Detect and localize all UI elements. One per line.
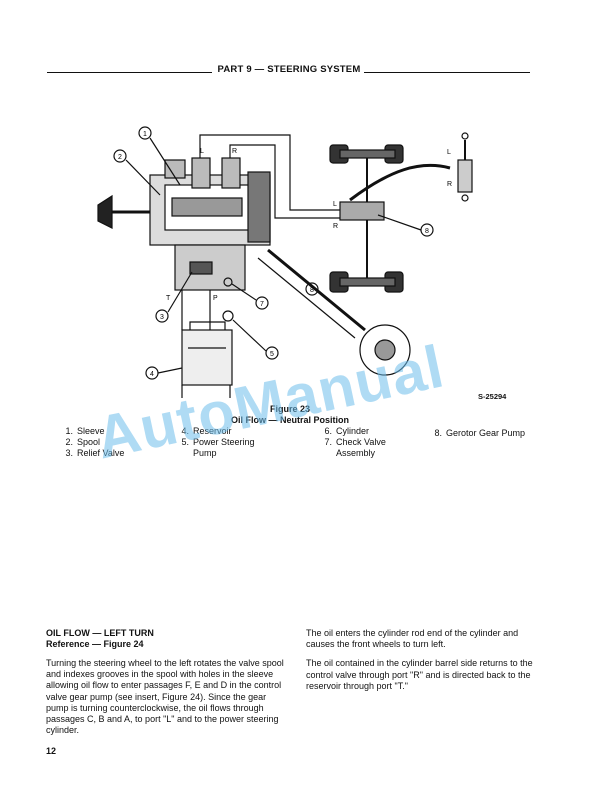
section-paragraph: The oil contained in the cylinder barrel… (306, 658, 533, 691)
legend-item: 6.Cylinder (324, 426, 370, 436)
callout-number: 8 (425, 228, 429, 235)
section-heading: OIL FLOW — LEFT TURN (46, 628, 154, 638)
callout-leaders (125, 137, 422, 374)
check-valve (223, 277, 233, 287)
legend-item: Assembly (336, 448, 376, 458)
port-l-housing (191, 157, 211, 189)
pipe-l (199, 134, 340, 211)
port-label-p: P (213, 295, 218, 302)
pump-symbol (222, 310, 234, 322)
callouts (113, 126, 434, 380)
port-label-r-top: R (232, 148, 237, 155)
section-right: The oil enters the cylinder rod end of t… (306, 628, 546, 700)
section-paragraph: Turning the steering wheel to the left r… (46, 658, 284, 736)
callout-number: 7 (260, 301, 264, 308)
port-label-l-top: L (200, 148, 204, 155)
page-header: PART 9 — STEERING SYSTEM (47, 64, 530, 80)
valve-cap-left (164, 159, 186, 179)
callout-number: 5 (270, 351, 274, 358)
cylinder-detail (457, 159, 473, 193)
header-rule-right (364, 72, 530, 73)
legend-column-2: 4.Reservoir 5.Power Steering Pump (175, 426, 275, 459)
figure-number: Figure 23 (269, 404, 310, 414)
figure-code: S-25294 (478, 392, 507, 401)
section-reference: Reference — Figure 24 (46, 639, 144, 649)
reservoir (181, 329, 233, 386)
legend-column-4: 8.Gerotor Gear Pump (428, 428, 568, 439)
gerotor-housing (247, 171, 271, 243)
callout-number: 4 (150, 371, 154, 378)
cylinder-body (339, 201, 385, 221)
legend-item: 2.Spool (65, 437, 101, 447)
gerotor-core (374, 339, 396, 361)
front-axle (339, 149, 396, 159)
port-label-r-mid: R (333, 223, 338, 230)
pipe-r (229, 144, 340, 219)
legend-item: 5.Power Steering (181, 437, 255, 447)
legend-item: 3.Relief Valve (65, 448, 125, 458)
cylinder-eye-bottom (461, 194, 469, 202)
spool (171, 197, 243, 217)
port-label-l-cyl: L (447, 149, 451, 156)
arrow-gerotor (267, 248, 366, 332)
legend-item: 1.Sleeve (65, 426, 105, 436)
figure-caption-block: Figure 23 Oil Flow — Neutral Position (210, 404, 370, 426)
rear-axle (339, 277, 396, 287)
page-number: 12 (46, 746, 57, 756)
reservoir-cap (189, 321, 226, 330)
arrow-cylinder (349, 163, 451, 202)
figure-caption: Oil Flow — Neutral Position (230, 415, 349, 425)
port-label-r-cyl: R (447, 181, 452, 188)
port-r-housing (221, 157, 241, 189)
legend-item: 8.Gerotor Gear Pump (434, 428, 526, 438)
legend-item: Pump (193, 448, 217, 458)
callout-number: 3 (160, 314, 164, 321)
port-label-l-mid: L (333, 201, 337, 208)
pointer-gerotor (257, 257, 356, 339)
legend-item: 4.Reservoir (181, 426, 232, 436)
cylinder-eye-top (461, 132, 469, 140)
reservoir-lines (181, 385, 231, 398)
legend-column-3: 6.Cylinder 7.Check Valve Assembly (318, 426, 418, 459)
section-left-turn: OIL FLOW — LEFT TURN Reference — Figure … (46, 628, 286, 744)
section-paragraph: The oil enters the cylinder rod end of t… (306, 628, 519, 650)
legend-item: 7.Check Valve (324, 437, 386, 447)
callout-number: 8 (310, 287, 314, 294)
header-rule-left (47, 72, 212, 73)
callout-number: 2 (118, 154, 122, 161)
callout-number: 1 (143, 131, 147, 138)
relief-valve (189, 261, 213, 275)
header-title: PART 9 — STEERING SYSTEM (217, 64, 361, 75)
steering-wheel (97, 194, 113, 229)
legend-column-1: 1.Sleeve 2.Spool 3.Relief Valve (59, 426, 169, 459)
pipe-reservoir (181, 290, 211, 330)
port-label-t: T (166, 295, 171, 302)
